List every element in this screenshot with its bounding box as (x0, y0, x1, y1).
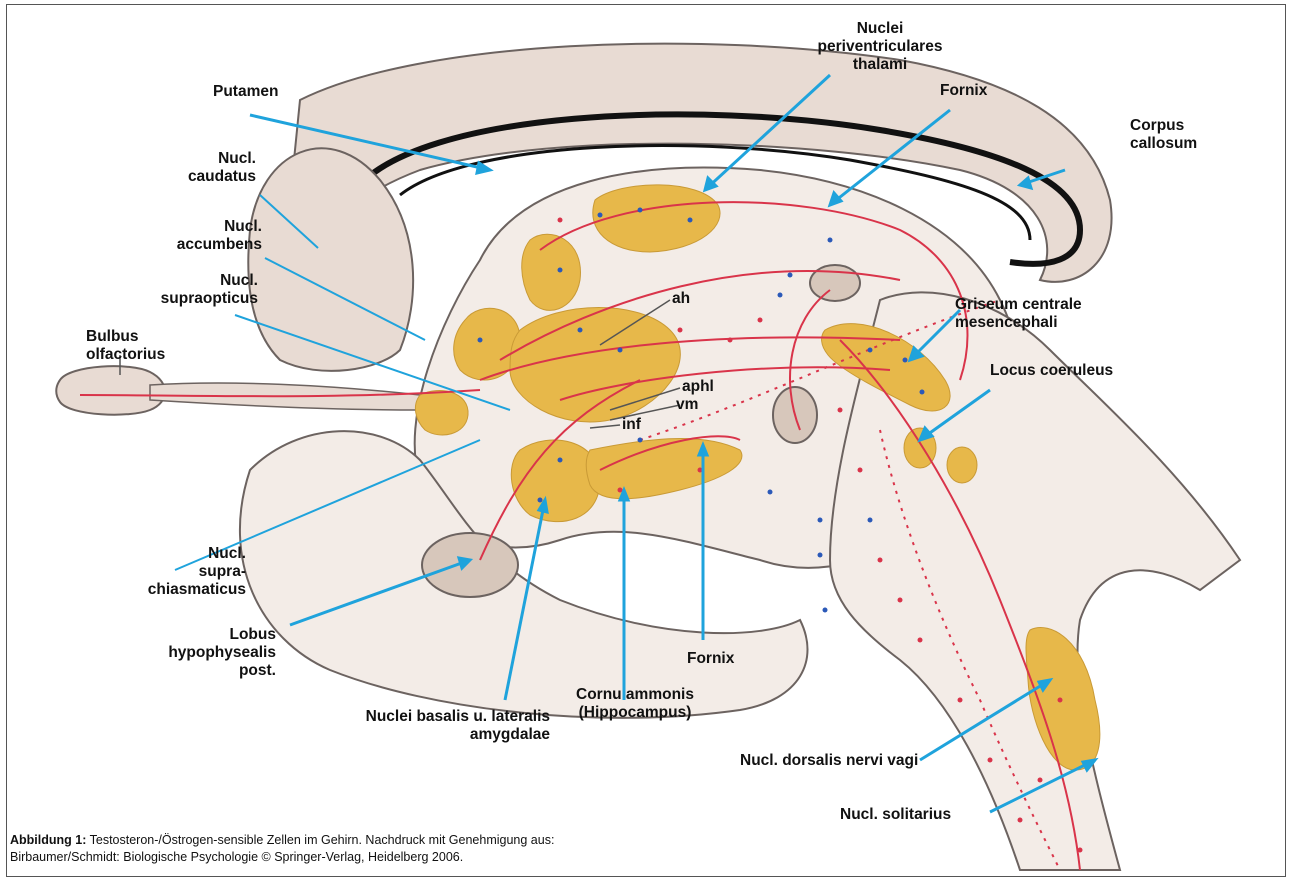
label-nucl-suprachiasmaticus: Nucl. supra- chiasmaticus (140, 545, 246, 599)
nucleus-accumbens (415, 391, 468, 435)
nucleus-raphe (947, 447, 977, 483)
label-nucl-caudatus: Nucl. caudatus (150, 150, 256, 186)
caption-line-2: Birbaumer/Schmidt: Biologische Psycholog… (10, 849, 830, 866)
pituitary (422, 533, 518, 597)
label-nuclei-periventriculares: Nuclei periventriculares thalami (800, 20, 960, 74)
label-lobus-hypophysealis: Lobus hypophysealis post. (150, 626, 276, 680)
caption-text: Testosteron-/Östrogen-sensible Zellen im… (86, 833, 554, 847)
label-fornix-top: Fornix (940, 82, 987, 100)
label-nucl-supraopticus: Nucl. supraopticus (130, 272, 258, 308)
label-nucl-solitarius: Nucl. solitarius (840, 806, 951, 824)
olfactory-bulb (56, 366, 165, 415)
label-bulbus-olfactorius: Bulbus olfactorius (86, 328, 165, 364)
label-nuclei-basalis: Nuclei basalis u. lateralis amygdalae (290, 708, 550, 744)
nucleus-amygdala (511, 440, 600, 522)
label-cornu-ammonis: Cornu ammonis (Hippocampus) (560, 686, 710, 722)
label-ah: ah (672, 290, 690, 308)
label-locus-coeruleus: Locus coeruleus (990, 362, 1113, 380)
label-griseum-centrale: Griseum centrale mesencephali (955, 296, 1082, 332)
label-corpus-callosum: Corpus callosum (1130, 117, 1197, 153)
label-fornix-bottom: Fornix (687, 650, 734, 668)
label-nucl-accumbens: Nucl. accumbens (150, 218, 262, 254)
label-nucl-dorsalis: Nucl. dorsalis nervi vagi (740, 752, 918, 770)
label-aphl: aphl (682, 378, 714, 396)
label-putamen: Putamen (213, 83, 278, 101)
caption-bold: Abbildung 1: (10, 833, 86, 847)
label-vm: vm (676, 396, 698, 414)
label-inf: inf (622, 416, 641, 434)
nucleus-septal (522, 234, 581, 310)
figure-caption: Abbildung 1: Testosteron-/Östrogen-sensi… (10, 832, 830, 866)
